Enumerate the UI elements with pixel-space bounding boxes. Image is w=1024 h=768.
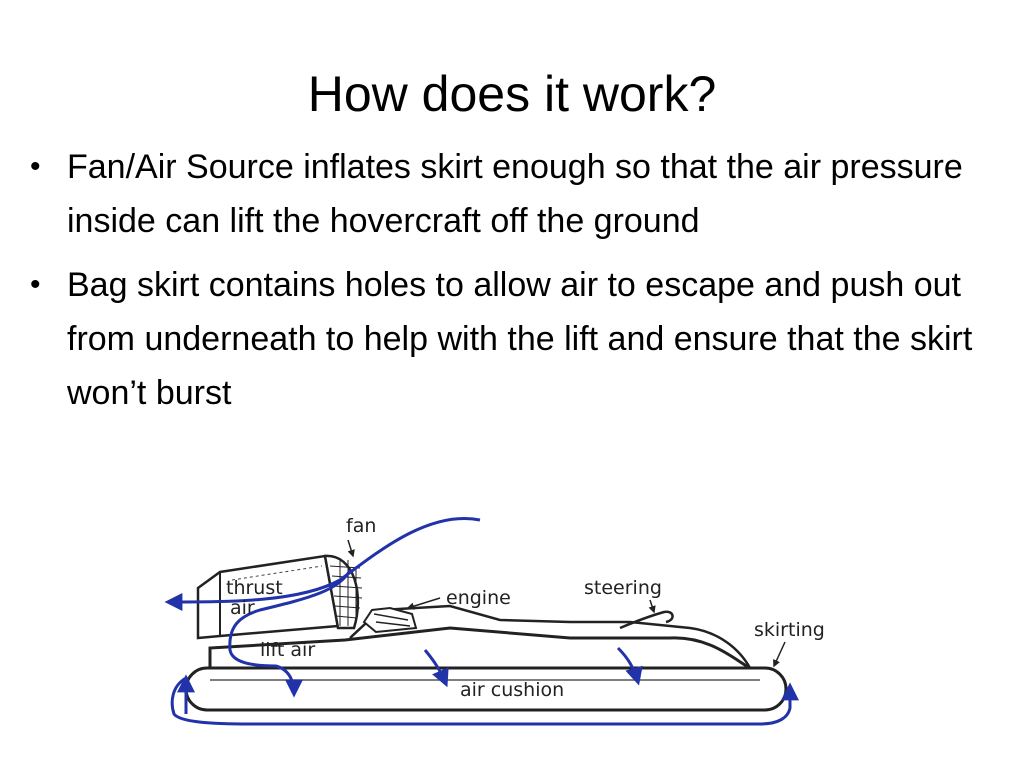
label-fan: fan: [346, 515, 376, 537]
label-air-cushion: air cushion: [460, 679, 564, 701]
hull: [208, 626, 751, 670]
label-lift-air: lift air: [260, 639, 315, 661]
bullet-text: Bag skirt contains holes to allow air to…: [67, 266, 973, 412]
bullet-icon: •: [30, 150, 41, 183]
label-skirting: skirting: [754, 619, 825, 641]
label-engine: engine: [446, 587, 511, 609]
bullet-list: • Fan/Air Source inflates skirt enough s…: [26, 140, 1006, 430]
label-thrust: thrust: [226, 577, 283, 599]
hovercraft-diagram: fan thrust air engine steering skirting …: [150, 510, 850, 732]
hovercraft-drawing: fan thrust air engine steering skirting …: [164, 515, 825, 726]
bullet-item: • Bag skirt contains holes to allow air …: [26, 258, 1006, 420]
label-steering: steering: [584, 577, 662, 599]
bullet-icon: •: [30, 268, 41, 301]
steering-handle: [619, 610, 674, 630]
engine: [362, 606, 418, 634]
bullet-text: Fan/Air Source inflates skirt enough so …: [67, 148, 963, 240]
bullet-item: • Fan/Air Source inflates skirt enough s…: [26, 140, 1006, 248]
airflow-arrows: [164, 517, 799, 726]
slide-title: How does it work?: [307, 66, 717, 122]
label-air: air: [230, 597, 255, 619]
